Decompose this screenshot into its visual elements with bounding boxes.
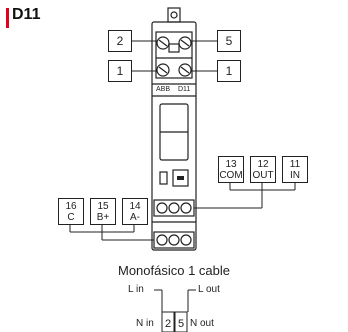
device-led-icon	[177, 176, 184, 180]
wiring-caption: Monofásico 1 cable	[117, 263, 230, 278]
terminal-2-box: 2	[108, 30, 132, 52]
terminal-label: OUT	[252, 170, 274, 181]
bottom-wiring-lines	[154, 289, 196, 332]
page-title: D11	[12, 6, 41, 23]
terminal-label: C	[67, 212, 75, 223]
device-body	[151, 7, 197, 251]
device-model: D11	[178, 86, 191, 93]
terminal-label: IN	[290, 170, 300, 181]
device-brand: ABB	[156, 86, 171, 93]
terminal-number: 12	[257, 159, 269, 170]
left-connection-lines	[69, 224, 154, 241]
top-leader-lines	[132, 40, 217, 72]
terminal-b-plus: 15 B+	[90, 198, 116, 225]
label-n-in: N in	[136, 318, 154, 329]
title-badge: D11	[6, 6, 54, 30]
terminal-number: 13	[225, 159, 237, 170]
label-n-out: N out	[190, 318, 214, 329]
terminal-1-right-box: 1	[217, 60, 241, 82]
terminal-com: 13 COM	[218, 156, 244, 183]
terminal-5-box: 5	[217, 30, 241, 52]
terminal-number: 16	[65, 201, 77, 212]
terminal-1-left-box: 1	[108, 60, 132, 82]
terminal-number: 15	[97, 201, 109, 212]
terminal-label: A-	[130, 212, 140, 223]
right-connection-lines	[194, 182, 296, 209]
terminal-number: 14	[129, 201, 141, 212]
bottom-box-2: 2	[165, 318, 172, 330]
terminal-a-minus: 14 A-	[122, 198, 148, 225]
bottom-box-5: 5	[178, 318, 185, 330]
terminal-label: COM	[219, 170, 243, 181]
label-l-in: L in	[128, 284, 144, 295]
terminal-label: B+	[96, 212, 110, 223]
title-accent-bar	[6, 8, 9, 28]
terminal-out: 12 OUT	[250, 156, 276, 183]
label-l-out: L out	[198, 284, 220, 295]
terminal-c: 16 C	[58, 198, 84, 225]
terminal-number: 11	[289, 159, 301, 170]
terminal-in: 11 IN	[282, 156, 308, 183]
